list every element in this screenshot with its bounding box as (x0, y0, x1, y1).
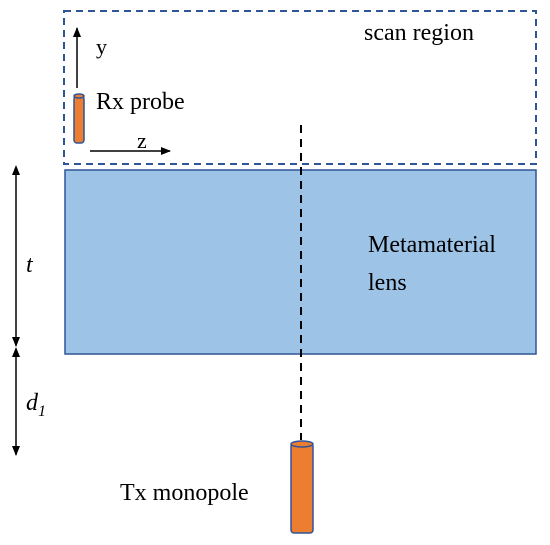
rx-probe-body (73, 95, 85, 144)
z-axis-label: z (137, 128, 147, 153)
y-axis-label: y (96, 34, 107, 59)
lens-label-line1: Metamaterial (368, 232, 496, 258)
rx-probe-label: Rx probe (96, 89, 185, 115)
rx-probe (73, 93, 85, 144)
distance-label-sub: 1 (38, 403, 46, 420)
scan-region-label: scan region (364, 20, 474, 46)
thickness-label: t (26, 252, 34, 278)
tx-monopole-body (290, 442, 314, 534)
distance-label-base: d (26, 390, 39, 416)
rx-probe-top (73, 93, 85, 99)
tx-monopole (290, 440, 314, 534)
tx-monopole-label: Tx monopole (120, 480, 249, 506)
distance-label: d1 (26, 390, 46, 420)
tx-monopole-top (290, 440, 314, 448)
lens-label-line2: lens (368, 270, 407, 296)
